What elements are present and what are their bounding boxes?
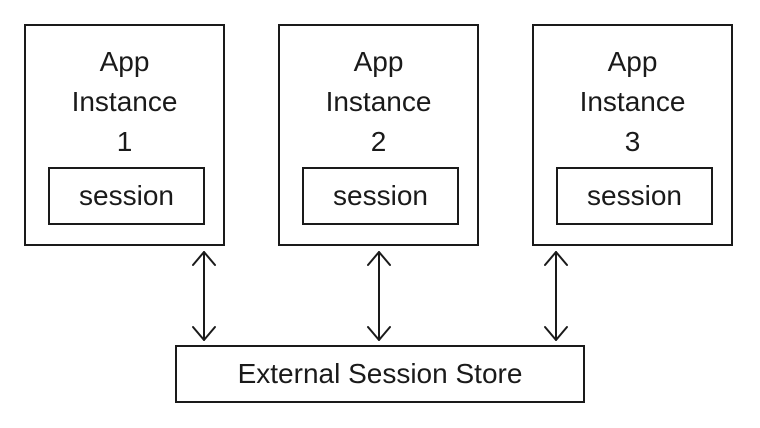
app-instance-2-session-box: session <box>302 167 459 225</box>
arrow-instance-3-store <box>544 251 568 341</box>
app-instance-1-title-line1: App <box>99 46 150 77</box>
app-instance-2-box: App Instance 2 session <box>278 24 479 246</box>
app-instance-3-session-box: session <box>556 167 713 225</box>
app-instance-3-title-line2: Instance <box>579 86 686 117</box>
app-instance-2-title-line2: Instance <box>325 86 432 117</box>
app-instance-3-number: 3 <box>624 126 641 157</box>
app-instance-2-number: 2 <box>370 126 387 157</box>
external-session-store-box: External Session Store <box>175 345 585 403</box>
app-instance-1-session-label: session <box>79 180 174 211</box>
app-instance-3-box: App Instance 3 session <box>532 24 733 246</box>
app-instance-1-box: App Instance 1 session <box>24 24 225 246</box>
app-instance-1-title-line2: Instance <box>71 86 178 117</box>
app-instance-3-session-label: session <box>587 180 682 211</box>
app-instance-1-title: App Instance 1 <box>26 42 223 162</box>
app-instance-2-title-line1: App <box>353 46 404 77</box>
arrow-instance-1-store <box>192 251 216 341</box>
arrow-instance-2-store <box>367 251 391 341</box>
app-instance-1-number: 1 <box>116 126 133 157</box>
app-instance-2-title: App Instance 2 <box>280 42 477 162</box>
app-instance-3-title-line1: App <box>607 46 658 77</box>
app-instance-2-session-label: session <box>333 180 428 211</box>
external-session-store-label: External Session Store <box>237 358 523 389</box>
app-instance-3-title: App Instance 3 <box>534 42 731 162</box>
app-instance-1-session-box: session <box>48 167 205 225</box>
